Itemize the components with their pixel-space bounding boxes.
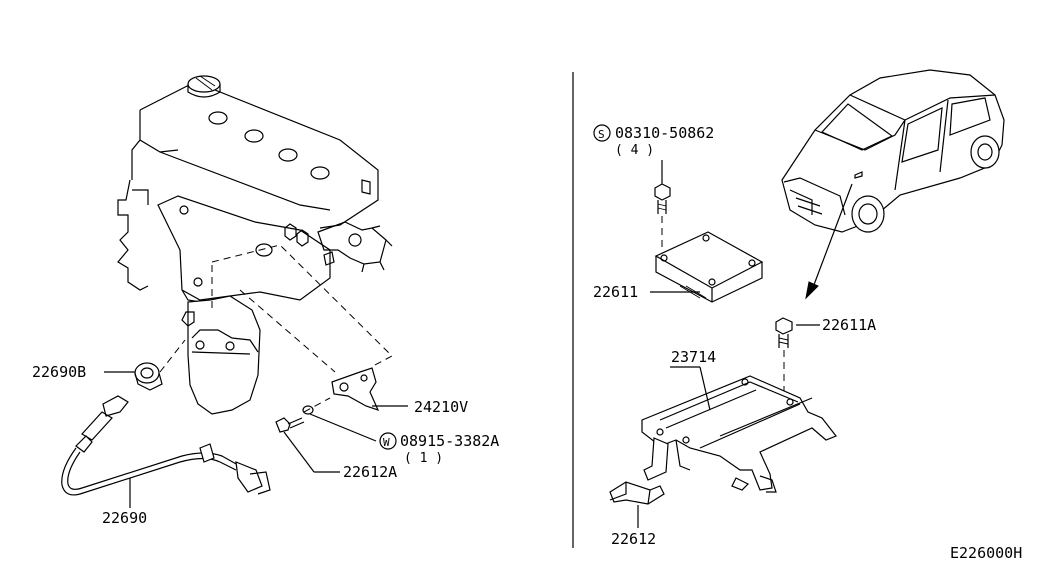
callout-22611a: 22611A [822, 316, 876, 334]
callout-22611: 22611 [593, 283, 638, 301]
engine-assembly [61, 75, 393, 496]
callout-08915-number: 08915-3382A [400, 432, 499, 450]
callout-08915-qty: ( 1 ) [404, 451, 443, 466]
bolt-22611a-part [775, 317, 793, 348]
callout-08310-number: 08310-50862 [615, 124, 714, 142]
callout-08915: W 08915-3382A ( 1 ) [379, 432, 499, 466]
callout-24210v: 24210V [414, 398, 468, 416]
location-arrow [805, 183, 853, 300]
circle-s-symbol [593, 124, 611, 142]
leader-23714 [699, 366, 711, 411]
oxygen-sensor-boss-part [134, 362, 163, 391]
callout-22612a: 22612A [343, 463, 397, 481]
oxygen-sensor-part [61, 395, 271, 496]
small-bracket-part [609, 481, 665, 505]
diagram-code: E226000H [950, 544, 1022, 562]
ecu-module-part [654, 231, 764, 303]
w-symbol-label: W [383, 436, 390, 449]
s-symbol-label: S [598, 128, 605, 141]
circle-w-symbol [379, 432, 397, 450]
callout-22690: 22690 [102, 509, 147, 527]
callout-08310-qty: ( 4 ) [615, 143, 654, 158]
leader-lines-left [104, 371, 408, 508]
vehicle-outline [781, 69, 1005, 233]
callout-08310: S 08310-50862 ( 4 ) [593, 124, 714, 158]
callout-22690b: 22690B [32, 363, 86, 381]
ecu-bracket-part [641, 375, 837, 493]
callout-22612: 22612 [611, 530, 656, 548]
callout-23714: 23714 [671, 348, 716, 366]
screw-part [654, 183, 671, 214]
bolt-part [275, 417, 305, 433]
bracket-part [331, 367, 380, 411]
